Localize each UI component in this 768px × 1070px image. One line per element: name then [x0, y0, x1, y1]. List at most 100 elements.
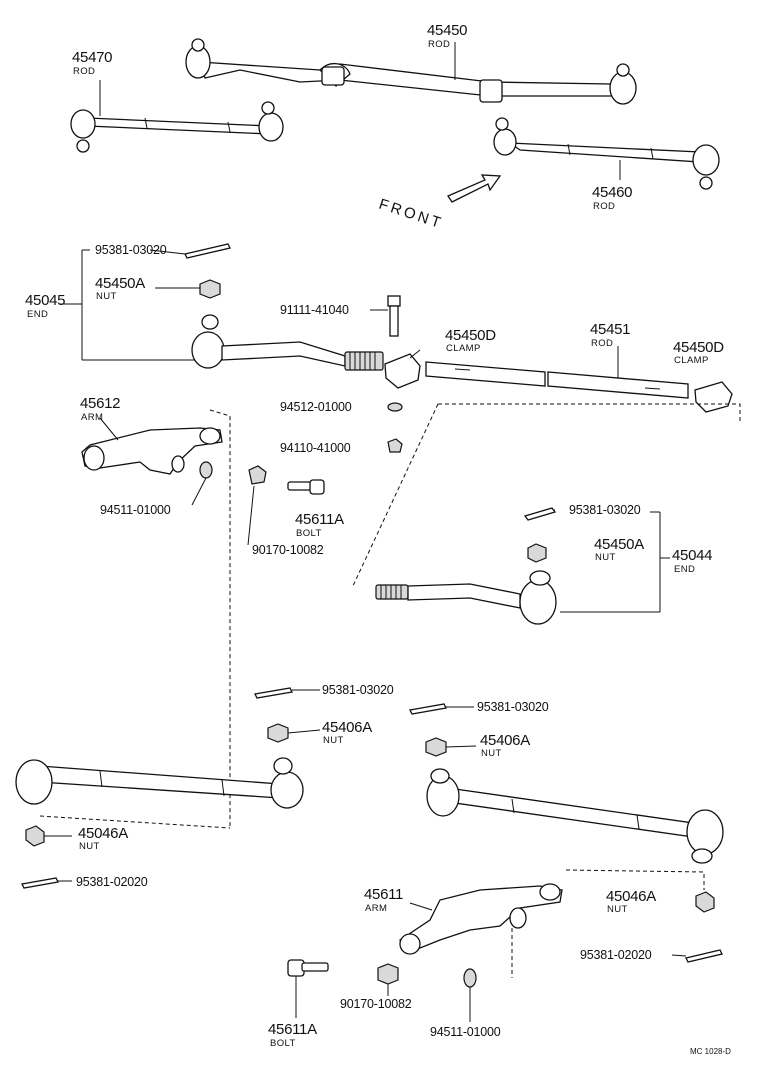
svg-text:CLAMP: CLAMP — [446, 343, 481, 354]
svg-text:45450A: 45450A — [95, 275, 145, 292]
label-45046A-b: 45046A NUT — [606, 888, 657, 915]
svg-text:45611: 45611 — [364, 886, 403, 903]
svg-text:45451: 45451 — [590, 321, 630, 338]
cotter-pin-95381-03020-c — [254, 687, 320, 699]
label-94511-01000-a: 94511-01000 — [100, 503, 171, 517]
cotter-pin-95381-02020-a — [21, 877, 72, 889]
label-45450: 45450 ROD — [427, 22, 468, 50]
svg-text:45450A: 45450A — [594, 536, 644, 553]
washer-94511-01000-b — [463, 968, 477, 1022]
nut-45406A-a — [267, 723, 321, 743]
label-90170-10082-a: 90170-10082 — [252, 543, 324, 557]
cotter-pin-95381-02020-b — [671, 949, 723, 963]
label-95381-03020-a: 95381-03020 — [95, 243, 167, 257]
label-94110-41000: 94110-41000 — [280, 441, 351, 455]
front-direction-arrow — [447, 174, 502, 203]
nut-45046A-a — [25, 825, 72, 847]
label-45612: 45612 ARM — [80, 395, 121, 423]
nut-90170-10082-a — [247, 465, 267, 546]
label-45450D-b: 45450D CLAMP — [673, 339, 725, 366]
svg-text:CLAMP: CLAMP — [674, 355, 709, 366]
svg-text:45046A: 45046A — [78, 825, 128, 842]
svg-text:NUT: NUT — [607, 904, 628, 915]
label-45450D-a: 45450D CLAMP — [445, 327, 497, 354]
svg-text:45406A: 45406A — [322, 719, 372, 736]
svg-text:END: END — [674, 564, 695, 575]
svg-text:45046A: 45046A — [606, 888, 656, 905]
label-45045: 45045 END — [25, 292, 66, 320]
svg-text:END: END — [27, 309, 48, 320]
svg-text:NUT: NUT — [481, 748, 502, 759]
label-91111-41040: 91111-41040 — [280, 303, 349, 317]
svg-text:ARM: ARM — [81, 412, 103, 423]
svg-text:BOLT: BOLT — [270, 1038, 296, 1049]
tie-rod-end-45045 — [191, 314, 384, 371]
drag-link-left-assembly — [15, 757, 304, 829]
washer-94512-01000 — [387, 402, 403, 412]
nut-45046A-b — [695, 891, 715, 913]
cotter-pin-95381-03020-a — [149, 243, 231, 259]
label-95381-03020-b: 95381-03020 — [569, 503, 641, 517]
label-front: FRONT — [377, 196, 446, 233]
svg-text:45450D: 45450D — [445, 327, 496, 344]
drawing-code: MC 1028-D — [690, 1047, 731, 1056]
rod-45450-assembly — [185, 38, 637, 105]
label-45611A-b: 45611A BOLT — [268, 1021, 317, 1049]
cotter-pin-95381-03020-d — [409, 703, 474, 715]
label-95381-03020-c: 95381-03020 — [322, 683, 394, 697]
svg-text:45611A: 45611A — [268, 1021, 317, 1038]
bolt-91111-41040 — [370, 295, 401, 337]
svg-text:BOLT: BOLT — [296, 528, 322, 539]
label-95381-02020-b: 95381-02020 — [580, 948, 652, 962]
svg-text:45044: 45044 — [672, 547, 712, 564]
svg-text:45612: 45612 — [80, 395, 120, 412]
label-45611: 45611 ARM — [364, 886, 403, 914]
svg-text:45045: 45045 — [25, 292, 65, 309]
label-94512-01000: 94512-01000 — [280, 400, 352, 414]
drag-link-right-assembly — [426, 768, 724, 890]
label-45460: 45460 ROD — [592, 184, 633, 212]
svg-text:45406A: 45406A — [480, 732, 530, 749]
svg-text:NUT: NUT — [595, 552, 616, 563]
label-45470: 45470 ROD — [72, 49, 113, 77]
label-45406A-a: 45406A NUT — [322, 719, 373, 746]
label-45046A-a: 45046A NUT — [78, 825, 129, 852]
label-45406A-b: 45406A NUT — [480, 732, 531, 759]
label-45044: 45044 END — [672, 547, 713, 575]
svg-text:45611A: 45611A — [295, 511, 344, 528]
rod-sleeve-45451 — [425, 346, 689, 399]
label-95381-02020-a: 95381-02020 — [76, 875, 148, 889]
nut-90170-10082-b — [377, 963, 399, 996]
dashed-guide-45044 — [351, 403, 741, 589]
label-45450A-a: 45450A NUT — [95, 275, 146, 302]
nut-45406A-b — [425, 737, 477, 757]
label-45611A-a: 45611A BOLT — [295, 511, 344, 539]
pitman-arm-45612 — [81, 409, 231, 828]
svg-text:ROD: ROD — [428, 39, 450, 50]
svg-text:ROD: ROD — [73, 66, 95, 77]
label-45450A-b: 45450A NUT — [594, 536, 645, 563]
bolt-45611A-a — [287, 479, 325, 495]
svg-text:45470: 45470 — [72, 49, 112, 66]
svg-text:45450: 45450 — [427, 22, 467, 39]
label-95381-03020-d: 95381-03020 — [477, 700, 549, 714]
svg-text:ROD: ROD — [593, 201, 615, 212]
label-90170-10082-b: 90170-10082 — [340, 997, 412, 1011]
label-94511-01000-b: 94511-01000 — [430, 1025, 501, 1039]
rod-45460-assembly — [493, 117, 720, 190]
svg-text:NUT: NUT — [323, 735, 344, 746]
washer-94511-01000-a — [191, 461, 213, 506]
svg-text:ROD: ROD — [591, 338, 613, 349]
clamp-45450D-a — [384, 349, 421, 389]
svg-text:ARM: ARM — [365, 903, 387, 914]
bracket-45045 — [60, 249, 195, 361]
svg-text:NUT: NUT — [79, 841, 100, 852]
svg-text:45460: 45460 — [592, 184, 632, 201]
rod-45470-assembly — [70, 80, 284, 153]
clamp-45450D-b — [694, 381, 733, 413]
tie-rod-end-45044 — [375, 507, 670, 625]
idler-arm-45611 — [399, 883, 563, 978]
label-45451: 45451 ROD — [590, 321, 631, 349]
nut-45450A-a — [155, 279, 221, 299]
